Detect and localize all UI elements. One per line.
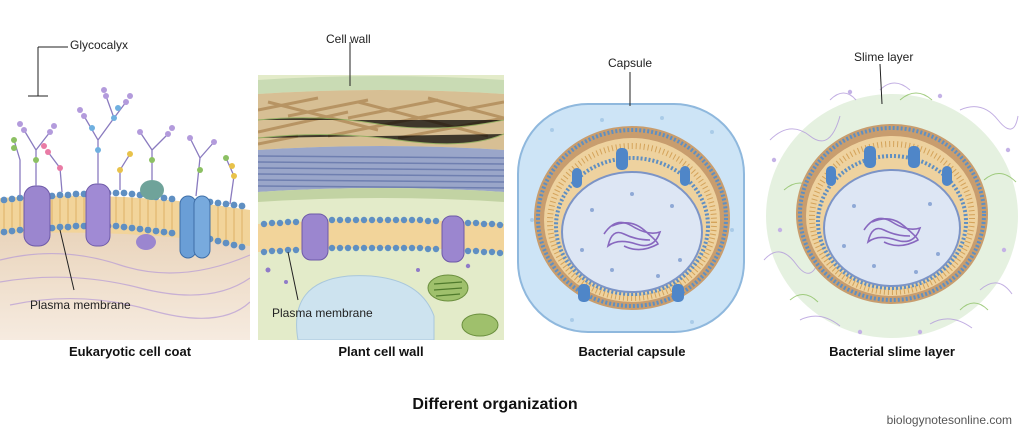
glycocalyx-leader-line xyxy=(28,46,68,97)
figure-title: Different organization xyxy=(412,396,578,413)
slime-beads xyxy=(771,89,1011,335)
slime-bacterial-cytoplasm xyxy=(823,169,961,287)
porin-protein-icon xyxy=(672,284,684,302)
slime-strands-green xyxy=(783,92,1017,311)
plasma-membrane-leader-line xyxy=(59,229,75,291)
slime-outer-membrane xyxy=(798,126,986,302)
slime-layer-leader-line xyxy=(879,63,883,105)
membrane-protein-icon xyxy=(301,213,329,261)
plant-plasma-membrane-label: Plasma membrane xyxy=(272,306,373,320)
caption-eukaryotic-cell-coat: Eukaryotic cell coat xyxy=(68,344,192,359)
bacterial-slime-layer-panel: Slime layer xyxy=(760,20,1024,340)
slime-layer-label: Slime layer xyxy=(854,50,914,64)
eukaryotic-cell-coat-illustration xyxy=(0,46,250,340)
plant-phospholipid-heads xyxy=(260,216,504,257)
porin-protein-icon xyxy=(908,146,920,168)
watermark-text: biologynotesonline.com xyxy=(886,413,1012,427)
slime-inner-membrane xyxy=(816,154,968,290)
caption-bacterial-capsule: Bacterial capsule xyxy=(578,344,686,359)
glycocalyx-label: Glycocalyx xyxy=(70,38,129,52)
plant-cell-wall-panel: Cell wall Plasma membrane xyxy=(258,20,504,340)
porin-protein-icon xyxy=(864,146,876,168)
slime-ribosome-dots xyxy=(842,202,940,274)
wall-inner-layer xyxy=(258,188,504,202)
membrane-protein-icon xyxy=(23,185,51,247)
capsule-label: Capsule xyxy=(608,56,653,70)
glycocalyx-sugar-beads xyxy=(11,87,237,179)
porin-protein-icon xyxy=(578,284,590,302)
nucleoid-dna-icon xyxy=(863,217,922,247)
secondary-wall-fibers xyxy=(258,155,504,189)
caption-bacterial-slime-layer: Bacterial slime layer xyxy=(829,344,955,359)
plant-membrane-leader-line xyxy=(287,251,299,301)
phospholipid-heads xyxy=(0,189,246,251)
cytoskeleton-filaments xyxy=(0,252,250,319)
vacuole-icon xyxy=(296,275,435,340)
bacterial-slime-layer-illustration xyxy=(763,63,1019,338)
cytoplasm-vesicles xyxy=(265,263,471,284)
channel-protein-icon xyxy=(193,195,211,259)
porin-protein-icon xyxy=(680,166,690,186)
capsule-dots xyxy=(530,116,734,324)
porin-protein-icon xyxy=(572,168,582,188)
bacterial-capsule-illustration xyxy=(517,72,745,333)
chloroplast-thylakoids xyxy=(433,281,463,297)
pectin-strands xyxy=(258,117,504,145)
membrane-protein-icon xyxy=(441,215,465,263)
porin-protein-icon xyxy=(616,148,628,170)
plasma-membrane-label: Plasma membrane xyxy=(30,298,131,312)
caption-plant-cell-wall: Plant cell wall xyxy=(338,344,424,359)
peptidoglycan-mesh xyxy=(547,143,717,301)
peripheral-protein-icon xyxy=(140,180,164,200)
inner-membrane xyxy=(554,156,710,296)
chloroplast-icon xyxy=(461,313,499,337)
peripheral-protein-icon xyxy=(136,234,156,250)
cell-wall-label: Cell wall xyxy=(326,32,371,46)
slime-strands xyxy=(763,82,1019,329)
nucleoid-dna-icon xyxy=(603,221,662,251)
porin-protein-icon xyxy=(826,166,836,186)
porin-protein-icon xyxy=(942,166,952,186)
plant-cell-wall-illustration xyxy=(258,42,504,340)
ribosome-dots xyxy=(580,192,682,278)
eukaryotic-cell-coat-panel: Glycocalyx Plasma membrane xyxy=(0,20,250,340)
outer-membrane xyxy=(536,128,728,308)
bacterial-capsule-panel: Capsule xyxy=(512,20,752,340)
membrane-protein-icon xyxy=(85,183,111,247)
bacterial-cytoplasm xyxy=(561,171,703,293)
middle-lamella xyxy=(258,76,504,94)
cellulose-fiber-icon xyxy=(258,96,504,146)
slime-peptidoglycan-mesh xyxy=(809,141,975,295)
